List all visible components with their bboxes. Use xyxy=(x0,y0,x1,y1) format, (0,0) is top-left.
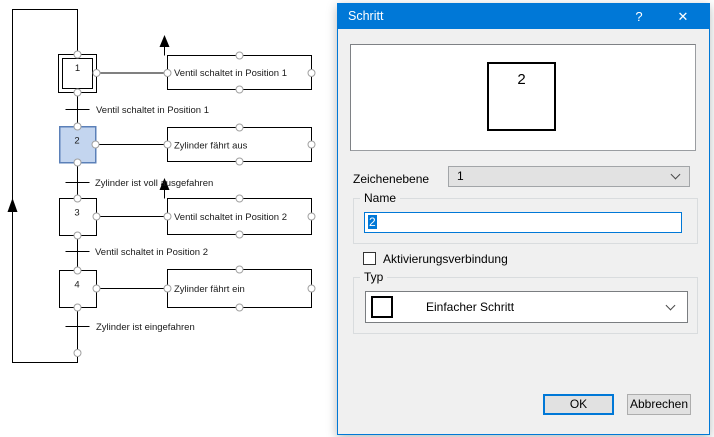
action-label: Zylinder fährt aus xyxy=(174,141,248,152)
chevron-down-icon xyxy=(670,169,681,180)
transition-2[interactable]: Zylinder ist voll ausgefahren xyxy=(65,178,214,189)
action-label: Zylinder fährt ein xyxy=(174,284,245,295)
help-button[interactable]: ? xyxy=(635,9,643,24)
transition-label: Zylinder ist eingefahren xyxy=(96,322,195,333)
connection-handles[interactable] xyxy=(73,50,316,357)
dialog-title: Schritt xyxy=(348,9,384,23)
aktivierungsverbindung-checkbox[interactable] xyxy=(363,252,376,265)
action-box-2[interactable]: Zylinder fährt aus xyxy=(167,127,312,162)
activation-arrow-icon xyxy=(159,35,170,56)
transition-label: Ventil schaltet in Position 1 xyxy=(96,105,209,116)
step-number: 1 xyxy=(75,63,80,74)
name-group-label: Name xyxy=(360,191,401,205)
step-number: 4 xyxy=(74,280,79,291)
step-2[interactable]: 2 xyxy=(58,125,97,164)
action-box-1[interactable]: Ventil schaltet in Position 1 xyxy=(167,55,312,90)
action-box-3[interactable]: Ventil schaltet in Position 2 xyxy=(167,198,312,235)
activation-arrow-icon xyxy=(159,178,170,199)
name-input-selected-text: 2 xyxy=(368,215,377,229)
action-label: Ventil schaltet in Position 2 xyxy=(174,212,287,223)
aktivierungsverbindung-label: Aktivierungsverbindung xyxy=(383,252,508,266)
preview-step-number: 2 xyxy=(517,71,526,88)
name-groupbox: Name 2 xyxy=(353,191,698,244)
transition-1[interactable]: Ventil schaltet in Position 1 xyxy=(65,105,210,116)
simple-step-icon xyxy=(371,296,393,318)
chevron-down-icon xyxy=(665,300,676,311)
typ-group-label: Typ xyxy=(360,270,388,284)
typ-select[interactable]: Einfacher Schritt xyxy=(365,291,688,323)
close-icon[interactable]: ✕ xyxy=(677,9,689,24)
transition-label: Zylinder ist voll ausgefahren xyxy=(95,178,213,189)
preview-step-box: 2 xyxy=(487,62,556,131)
name-input[interactable]: 2 xyxy=(364,212,682,233)
transition-label: Ventil schaltet in Position 2 xyxy=(95,247,208,258)
action-box-4[interactable]: Zylinder fährt ein xyxy=(167,269,312,308)
cancel-button[interactable]: Abbrechen xyxy=(627,394,691,415)
ok-button[interactable]: OK xyxy=(543,394,614,415)
action-label: Ventil schaltet in Position 1 xyxy=(174,68,287,79)
step-preview-panel: 2 xyxy=(350,44,696,151)
step-1[interactable]: 1 xyxy=(58,54,97,93)
step-number: 3 xyxy=(74,208,79,219)
zeichenebene-label: Zeichenebene xyxy=(353,172,430,186)
schritt-dialog: Schritt ? ✕ 2 Zeichenebene 1 Name 2 Akti… xyxy=(337,3,710,435)
sfc-diagram-canvas[interactable]: 1 2 3 4 Ventil schaltet in Position 1 Zy… xyxy=(0,0,336,437)
step-3[interactable]: 3 xyxy=(59,198,97,236)
transition-4[interactable]: Zylinder ist eingefahren xyxy=(65,322,195,333)
zeichenebene-value: 1 xyxy=(457,169,464,183)
dialog-titlebar[interactable]: Schritt ? ✕ xyxy=(338,4,709,29)
step-4[interactable]: 4 xyxy=(59,270,97,308)
loop-up-arrow-icon xyxy=(7,198,18,212)
zeichenebene-select[interactable]: 1 xyxy=(448,166,690,187)
typ-value: Einfacher Schritt xyxy=(426,300,515,314)
transition-3[interactable]: Ventil schaltet in Position 2 xyxy=(65,247,209,258)
typ-groupbox: Typ Einfacher Schritt xyxy=(353,270,698,334)
step-number: 2 xyxy=(74,136,79,147)
